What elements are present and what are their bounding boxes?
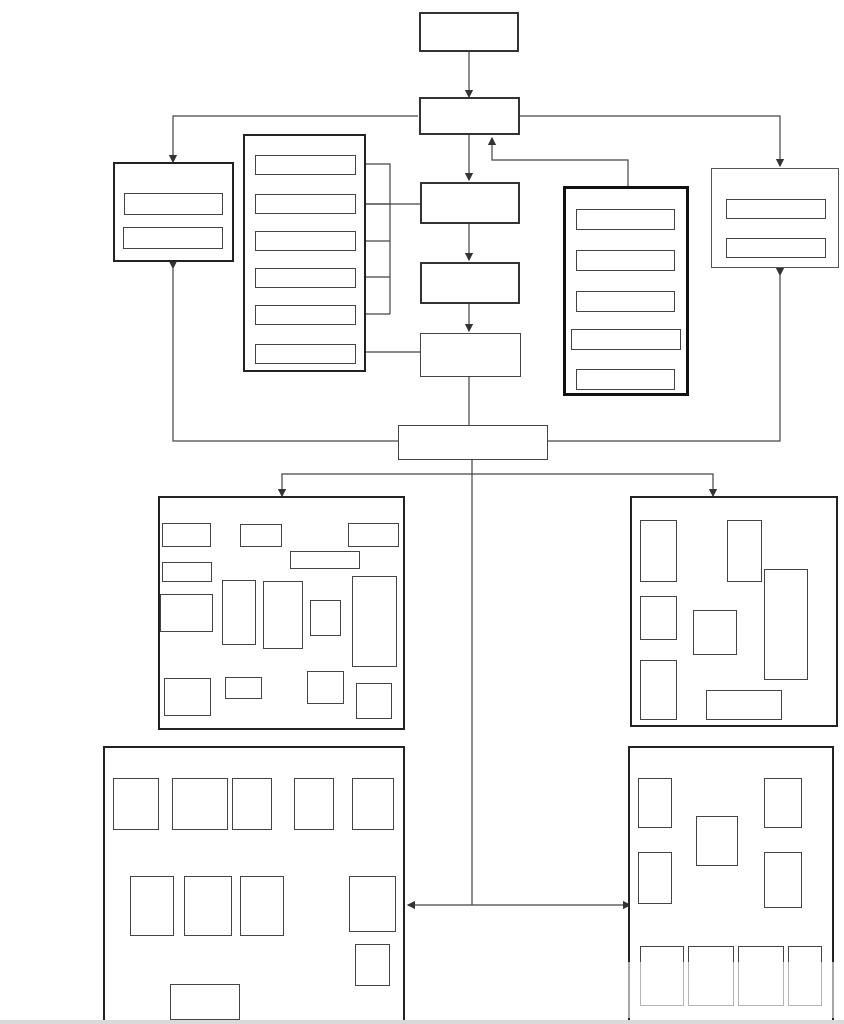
right-inner-item: [576, 291, 675, 312]
bottom-left-box: [184, 876, 232, 936]
left-outer-item: [123, 227, 223, 249]
mid-left-box: [307, 671, 344, 704]
bottom-right-box: [696, 816, 738, 866]
bottom-left-box: [349, 876, 396, 932]
mid-left-box: [240, 524, 282, 547]
bottom-edge-bar: [0, 1020, 844, 1024]
edge: [168, 260, 398, 442]
mid-right-box: [640, 660, 677, 720]
mid-left-box: [164, 678, 211, 716]
mid-left-box: [356, 683, 392, 719]
mid-left-box: [352, 576, 397, 667]
left-inner-item: [255, 344, 356, 364]
bottom-left-box: [355, 944, 390, 986]
bottom-left-box: [352, 778, 394, 830]
mid-left-box: [310, 600, 341, 636]
edge: [487, 136, 629, 187]
mid-left-box: [263, 581, 303, 649]
bottom-left-box: [170, 984, 240, 1020]
bottom-right-box: [764, 852, 802, 908]
mid-right-box: [640, 520, 677, 582]
bottom-left-box: [130, 876, 174, 936]
mid-left-box: [160, 594, 213, 632]
right-inner-item: [576, 209, 675, 230]
left-inner-item: [255, 305, 356, 325]
watermark-overlay: [600, 962, 840, 1018]
mid-left-box: [222, 580, 256, 645]
bottom-right-box: [638, 778, 672, 828]
edge: [356, 159, 391, 204]
bottom-left-box: [113, 778, 159, 830]
mid-right-box: [764, 569, 808, 680]
left-outer-item: [124, 193, 223, 215]
mid-left-box: [162, 562, 212, 582]
right-inner-item: [576, 369, 675, 390]
edge: [472, 473, 718, 498]
bottom-right-box: [764, 778, 802, 828]
packaging-node: [420, 182, 520, 224]
mid-right-box: [706, 690, 782, 720]
left-inner-item: [255, 194, 356, 214]
left-inner-item: [255, 155, 356, 175]
edge: [520, 115, 785, 168]
reliability-screening-node: [420, 333, 521, 377]
mid-left-box: [348, 523, 399, 547]
edge: [548, 267, 785, 442]
chip-manufacturing-node: [419, 97, 520, 135]
mid-right-box: [640, 596, 677, 640]
bottom-left-box: [240, 876, 284, 936]
bottom-left-box: [172, 778, 228, 830]
mid-right-box: [693, 610, 737, 655]
left-inner-item: [255, 231, 356, 251]
edge: [277, 473, 472, 498]
failure-analysis-hub: [398, 425, 548, 460]
right-inner-item: [571, 329, 681, 350]
testing-node: [420, 262, 520, 304]
bottom-left-box: [294, 778, 334, 830]
chip-design-node: [419, 12, 519, 52]
right-inner-item: [576, 250, 675, 271]
right-outer-item: [726, 238, 826, 258]
mid-left-box: [225, 677, 262, 699]
edge: [168, 115, 418, 164]
bottom-right-box: [638, 852, 672, 904]
right-outer-item: [726, 199, 826, 219]
mid-right-box: [727, 520, 762, 582]
bottom-left-box: [232, 778, 272, 830]
left-inner-item: [255, 268, 356, 288]
mid-left-box: [290, 551, 360, 569]
mid-left-box: [162, 523, 211, 547]
